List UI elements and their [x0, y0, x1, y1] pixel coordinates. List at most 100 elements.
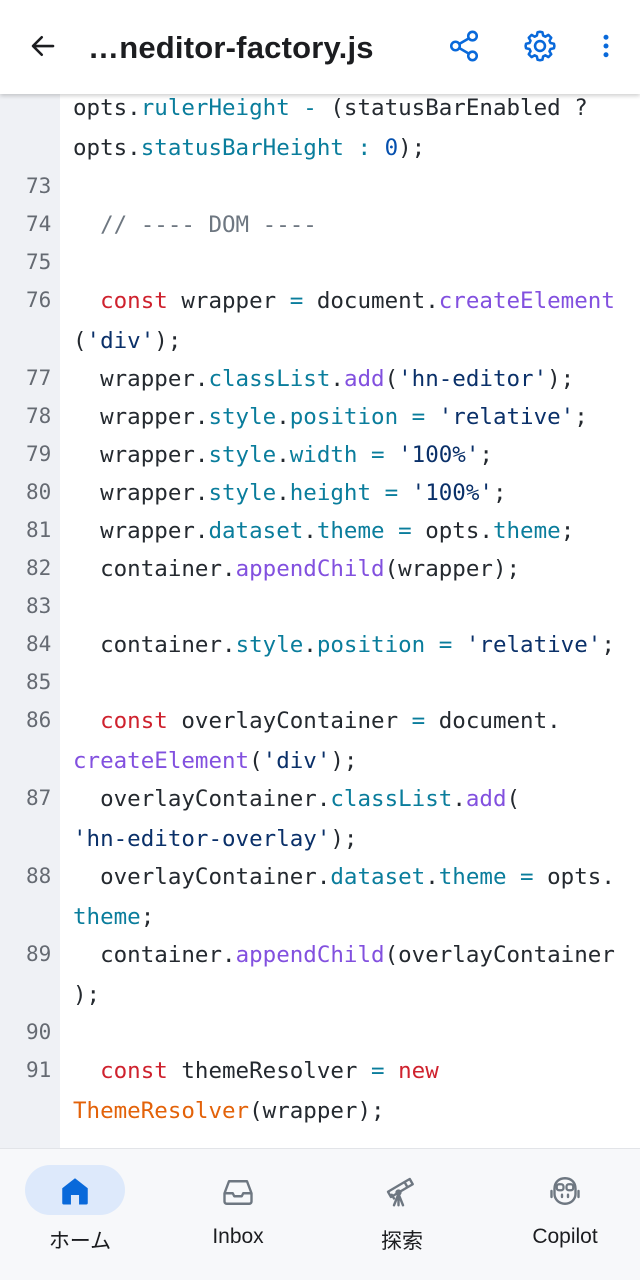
code-token: );	[154, 328, 182, 354]
code-view[interactable]: 72 const canvasHeight = opts.height -opt…	[0, 58, 640, 1148]
code-token: createElement	[73, 748, 250, 774]
settings-button[interactable]	[516, 22, 564, 70]
code-token: style	[208, 480, 277, 506]
code-token: opts.	[73, 135, 141, 161]
code-text: const themeResolver = new	[60, 1051, 640, 1091]
more-options-button[interactable]	[582, 22, 630, 70]
line-number: 87	[26, 786, 52, 810]
share-icon	[449, 30, 479, 62]
code-token: wrapper.	[73, 518, 209, 544]
code-text: wrapper.classList.add('hn-editor');	[60, 359, 640, 399]
code-token: (	[249, 748, 263, 774]
code-token: (wrapper);	[249, 1098, 385, 1124]
code-text: wrapper.dataset.theme = opts.theme;	[60, 511, 640, 551]
line-number: 81	[26, 518, 52, 542]
code-token: .	[330, 366, 344, 392]
code-token: =	[384, 518, 426, 544]
code-text	[60, 243, 640, 281]
code-token: ;	[492, 480, 507, 506]
code-text: ('div');	[60, 321, 640, 361]
copilot-icon	[550, 1177, 580, 1205]
code-token: appendChild	[235, 942, 385, 968]
code-line-wrap: opts.rulerHeight - (statusBarEnabled ?	[0, 88, 640, 128]
code-line: 88 overlayContainer.dataset.theme = opts…	[0, 857, 640, 897]
code-token: =	[357, 442, 399, 468]
code-text: );	[60, 975, 640, 1015]
code-token: position	[289, 404, 399, 430]
line-number	[0, 321, 60, 359]
code-token: createElement	[438, 288, 615, 314]
code-token: overlayContainer.	[73, 864, 331, 890]
code-token: container.	[73, 556, 236, 582]
inbox-icon	[223, 1180, 253, 1205]
code-line: 83	[0, 587, 640, 625]
code-token: theme	[492, 518, 561, 544]
code-token: =	[289, 288, 317, 314]
code-token: ;	[560, 518, 575, 544]
line-number: 73	[26, 174, 52, 198]
line-number: 82	[26, 556, 52, 580]
code-token: appendChild	[235, 556, 385, 582]
line-number: 90	[26, 1020, 52, 1044]
code-line-wrap: 'hn-editor-overlay');	[0, 819, 640, 859]
nav-item-copilot[interactable]: Copilot	[485, 1149, 640, 1280]
code-token: new	[398, 1058, 439, 1084]
code-token: (	[506, 786, 521, 812]
code-token: '100%'	[411, 480, 493, 506]
code-line: 80 wrapper.style.height = '100%';	[0, 473, 640, 513]
code-token: height	[289, 480, 372, 506]
code-token: theme	[438, 864, 507, 890]
code-line: 73	[0, 167, 640, 205]
code-token: (overlayContainer	[384, 942, 615, 968]
code-token: 'hn-editor-overlay'	[73, 826, 331, 852]
code-line: 77 wrapper.classList.add('hn-editor');	[0, 359, 640, 399]
code-token: statusBarHeight	[140, 135, 344, 161]
code-token: const	[73, 708, 182, 734]
code-text	[60, 663, 640, 701]
code-token: add	[465, 786, 507, 812]
code-token: dataset	[208, 518, 304, 544]
code-token: );	[398, 135, 426, 161]
code-text: container.appendChild(overlayContainer	[60, 935, 640, 975]
code-token: themeResolver	[181, 1058, 372, 1084]
nav-item-explore[interactable]: 探索	[322, 1149, 482, 1280]
file-title: …neditor-factory.js	[88, 30, 374, 65]
nav-item-inbox[interactable]: Inbox	[158, 1149, 318, 1280]
telescope-icon	[386, 1177, 414, 1207]
nav-label-inbox: Inbox	[212, 1225, 264, 1248]
code-text: opts.statusBarHeight : 0);	[60, 128, 640, 168]
share-button[interactable]	[440, 22, 488, 70]
nav-item-home[interactable]: ホーム	[0, 1149, 160, 1280]
code-line: 84 container.style.position = 'relative'…	[0, 625, 640, 665]
code-token: 'div'	[262, 748, 331, 774]
line-number	[0, 1091, 60, 1129]
code-token: overlayContainer.	[73, 786, 331, 812]
code-token: .	[276, 442, 290, 468]
gear-icon	[524, 30, 556, 62]
line-number	[0, 128, 60, 166]
code-text: const wrapper = document.createElement	[60, 281, 640, 321]
line-number: 75	[26, 250, 52, 274]
back-button[interactable]	[19, 22, 67, 70]
code-token: .	[303, 518, 317, 544]
app-header: …neditor-factory.js	[0, 0, 640, 94]
line-number: 83	[26, 594, 52, 618]
code-token: );	[330, 826, 358, 852]
code-token: );	[547, 366, 575, 392]
code-token: style	[208, 404, 277, 430]
line-number: 80	[26, 480, 52, 504]
line-number: 85	[26, 670, 52, 694]
code-token: wrapper.	[73, 404, 209, 430]
line-number: 91	[26, 1058, 52, 1082]
code-line: 91 const themeResolver = new	[0, 1051, 640, 1091]
code-token: -	[289, 95, 331, 121]
code-line: 82 container.appendChild(wrapper);	[0, 549, 640, 589]
code-line: 74 // ---- DOM ----	[0, 205, 640, 245]
code-token: :	[343, 135, 385, 161]
code-line: 90	[0, 1013, 640, 1051]
code-token: );	[73, 982, 101, 1008]
code-token: style	[235, 632, 304, 658]
line-number: 79	[26, 442, 52, 466]
line-number: 74	[26, 212, 52, 236]
code-line: 87 overlayContainer.classList.add(	[0, 779, 640, 819]
